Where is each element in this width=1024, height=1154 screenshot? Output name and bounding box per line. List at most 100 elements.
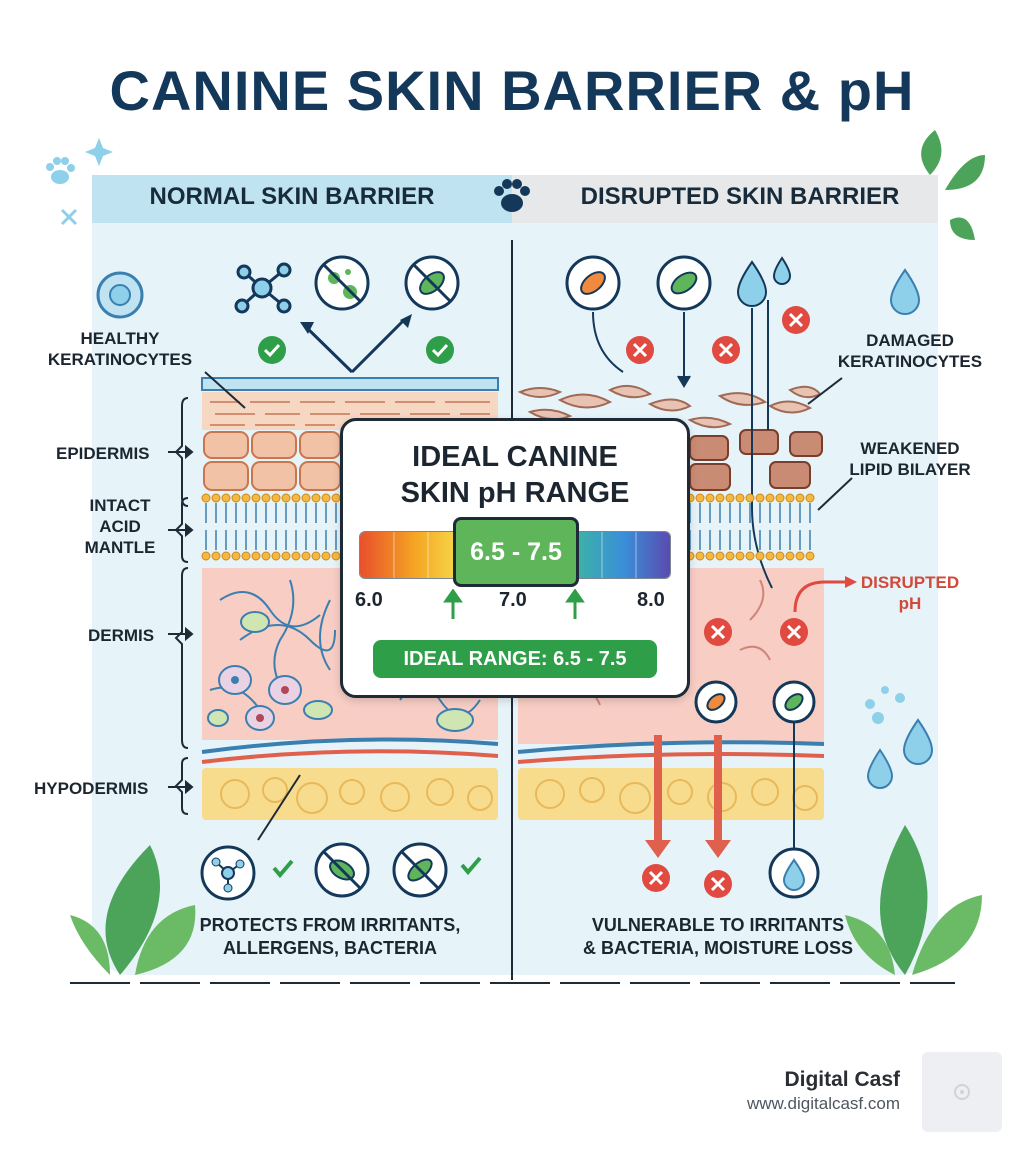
lipid-head [331, 551, 341, 561]
epidermis-lines [210, 401, 490, 426]
label-dermis: DERMIS [88, 626, 155, 645]
lipid-head [301, 493, 311, 503]
blood-vessel-red-right [517, 752, 825, 764]
lipid-head [765, 493, 775, 503]
disrupted-ph-arrow [793, 580, 845, 613]
lipid-head [201, 493, 211, 503]
brand-name: Digital Casf [784, 1068, 900, 1091]
label-acid-mantle: INTACT ACID MANTLE [84, 496, 156, 557]
ph-ideal-box: 6.5 - 7.5 [453, 517, 579, 587]
sparkle-x-icon [60, 208, 78, 226]
stratum-corneum [201, 377, 499, 391]
label-healthy-keratinocytes: HEALTHY KERATINOCYTES [47, 329, 193, 369]
lipid-head [291, 493, 301, 503]
lipid-head [291, 551, 301, 561]
lipid-head [705, 493, 715, 503]
disrupted-header-band [512, 175, 938, 223]
deflection-arrows [304, 318, 406, 374]
lipid-head [745, 551, 755, 561]
lipid-head [775, 493, 785, 503]
lipid-head [281, 551, 291, 561]
ph-arrows [443, 589, 585, 619]
lipid-head [271, 493, 281, 503]
lipid-head [765, 551, 775, 561]
paw-icon-decor [46, 157, 75, 184]
ph-card-title: IDEAL CANINE SKIN pH RANGE [400, 441, 630, 509]
leaf-icon-top-right [921, 130, 985, 240]
lipid-head [805, 493, 815, 503]
bacteria-blocked-icon [404, 255, 460, 311]
label-damaged-keratinocytes: DAMAGED KERATINOCYTES [837, 331, 983, 371]
lipid-head [281, 493, 291, 503]
leaf-icon-bottom-right [845, 825, 982, 975]
lipid-head [311, 493, 321, 503]
water-drop-icon [736, 256, 792, 307]
cross-icon [704, 618, 732, 646]
lipid-head [241, 493, 251, 503]
lipid-head [261, 493, 271, 503]
lipid-head [785, 493, 795, 503]
lipid-head [331, 493, 341, 503]
disrupted-panel-heading: DISRUPTED SKIN BARRIER [580, 183, 900, 210]
label-hypodermis: HYPODERMIS [34, 779, 149, 798]
lipid-head [715, 493, 725, 503]
lipid-head [201, 551, 211, 561]
label-disrupted-ph: DISRUPTED pH [860, 573, 960, 613]
check-icon [258, 336, 286, 364]
lipid-head [805, 551, 815, 561]
water-drop-circle-icon [768, 847, 820, 899]
lipid-head [321, 493, 331, 503]
lipid-head [695, 551, 705, 561]
ph-bar-segments [393, 532, 637, 578]
water-drop-icon [866, 268, 934, 789]
leaf-icon-bottom-left [70, 845, 196, 975]
bacteria-blocked-icon [314, 842, 370, 898]
cross-icon [782, 306, 810, 334]
ph-range-card: IDEAL CANINE SKIN pH RANGE 6.5 - 7.5 6.0 [340, 418, 690, 698]
blood-vessel-red-left [201, 749, 499, 764]
lipid-head [795, 551, 805, 561]
lipid-head [745, 493, 755, 503]
cross-icon [626, 336, 654, 364]
cross-icon [704, 870, 732, 898]
lipid-head [725, 493, 735, 503]
lipid-head [725, 551, 735, 561]
lipid-head [735, 551, 745, 561]
lipid-heads-left [201, 493, 341, 561]
lipid-head [755, 493, 765, 503]
bacteria-icon [694, 680, 738, 724]
lipid-head [785, 551, 795, 561]
lipid-head [251, 493, 261, 503]
label-epidermis: EPIDERMIS [56, 444, 150, 463]
sparkle-icon [85, 138, 113, 166]
paw-icon [494, 179, 530, 212]
bacteria-icon [656, 255, 712, 311]
moisture-loss-arrows [645, 735, 731, 858]
penetration-arrows [592, 300, 773, 589]
lipid-head [231, 551, 241, 561]
lipid-head [735, 493, 745, 503]
damaged-flakes [517, 384, 822, 429]
lipid-head [795, 493, 805, 503]
lipid-head [715, 551, 725, 561]
ideal-range-pill: IDEAL RANGE: 6.5 - 7.5 [373, 640, 657, 678]
ph-tick-8: 8.0 [637, 589, 665, 611]
bacteria-blocked-icon [392, 842, 448, 898]
hypodermis-layer-disrupted [518, 768, 824, 820]
lipid-head [241, 551, 251, 561]
ph-tick-7: 7.0 [499, 589, 527, 611]
lipid-head [775, 551, 785, 561]
ph-tick-6: 6.0 [355, 589, 383, 611]
check-icon [460, 856, 482, 876]
splash-icon [865, 686, 905, 724]
blood-vessel-blue-right [517, 740, 825, 754]
molecule-icon [234, 262, 292, 314]
check-icon [426, 336, 454, 364]
page-title: CANINE SKIN BARRIER & pH [109, 59, 915, 122]
brand-url[interactable]: www.digitalcasf.com [746, 1094, 900, 1113]
cross-icon [642, 864, 670, 892]
molecule-circle-icon [200, 845, 256, 901]
lipid-heads-right [685, 493, 815, 561]
lipid-head [695, 493, 705, 503]
